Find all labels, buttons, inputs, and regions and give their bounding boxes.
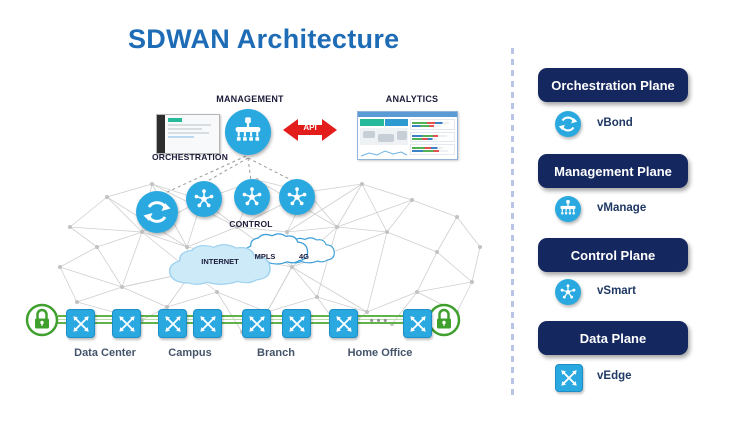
orchestration-dashboard-image	[156, 114, 220, 154]
vedge-node	[112, 309, 141, 338]
vedge-icon	[335, 315, 352, 332]
api-arrow-icon	[283, 119, 337, 141]
vedge-icon	[164, 315, 181, 332]
vedge-icon	[248, 315, 265, 332]
vbond-label: vBond	[597, 117, 633, 129]
vbond-legend-node	[555, 111, 581, 137]
vedge-icon	[561, 370, 577, 386]
vsmart-icon	[560, 284, 576, 299]
mpls-cloud-label: MPLS	[254, 252, 276, 261]
vedge-legend-node	[555, 364, 583, 392]
vmanage-label: vManage	[597, 202, 647, 214]
vedge-node	[242, 309, 271, 338]
lock-icon-right	[427, 303, 461, 337]
cloud-internet	[168, 244, 271, 285]
vsmart-icon	[242, 187, 262, 206]
mini-line-chart	[360, 150, 408, 157]
vmanage-legend-node	[555, 196, 581, 222]
vmanage-icon	[235, 117, 261, 141]
site-label-data-center: Data Center	[74, 347, 136, 359]
vbond-icon	[143, 201, 171, 223]
vsmart-icon	[287, 187, 307, 206]
internet-cloud-label: INTERNET	[201, 257, 239, 266]
vmanage-node	[225, 109, 271, 155]
data-plane-pill: Data Plane	[538, 321, 688, 355]
control-label: CONTROL	[229, 219, 273, 229]
vedge-node	[193, 309, 222, 338]
control-plane-pill: Control Plane	[538, 238, 688, 272]
vsmart-icon	[194, 189, 214, 208]
ellipsis: •••	[369, 315, 391, 327]
4g-cloud-label: 4G	[298, 252, 309, 261]
vsmart-node-1	[186, 181, 222, 217]
lock-icon-left	[25, 303, 59, 337]
orchestration-dashboard-sidebar	[157, 115, 165, 153]
vedge-icon	[118, 315, 135, 332]
site-label-home-office: Home Office	[347, 347, 413, 359]
vedge-node	[282, 309, 311, 338]
vsmart-legend-node	[555, 279, 581, 305]
management-plane-pill: Management Plane	[538, 154, 688, 188]
analytics-dashboard-image	[357, 111, 458, 160]
vedge-node	[158, 309, 187, 338]
vmanage-icon	[560, 200, 576, 215]
site-label-campus: Campus	[168, 347, 212, 359]
api-label: API	[303, 123, 317, 132]
world-map-graphic	[360, 128, 409, 145]
orchestration-label: ORCHESTRATION	[151, 152, 229, 162]
page-title: SDWAN Architecture	[128, 24, 400, 54]
vbond-icon	[558, 116, 578, 132]
management-label: MANAGEMENT	[216, 94, 284, 104]
vbond-node	[136, 191, 178, 233]
vedge-node	[403, 309, 432, 338]
analytics-label: ANALYTICS	[385, 94, 439, 104]
site-label-branch: Branch	[257, 347, 295, 359]
orchestration-plane-pill: Orchestration Plane	[538, 68, 688, 102]
transport-clouds	[168, 233, 335, 285]
vsmart-node-2	[234, 179, 270, 215]
vedge-node	[329, 309, 358, 338]
vedge-node	[66, 309, 95, 338]
vedge-icon	[409, 315, 426, 332]
vedge-icon	[72, 315, 89, 332]
vedge-label: vEdge	[597, 370, 632, 382]
vedge-icon	[199, 315, 216, 332]
divider	[511, 48, 514, 400]
vsmart-node-3	[279, 179, 315, 215]
vsmart-label: vSmart	[597, 285, 636, 297]
vedge-icon	[288, 315, 305, 332]
